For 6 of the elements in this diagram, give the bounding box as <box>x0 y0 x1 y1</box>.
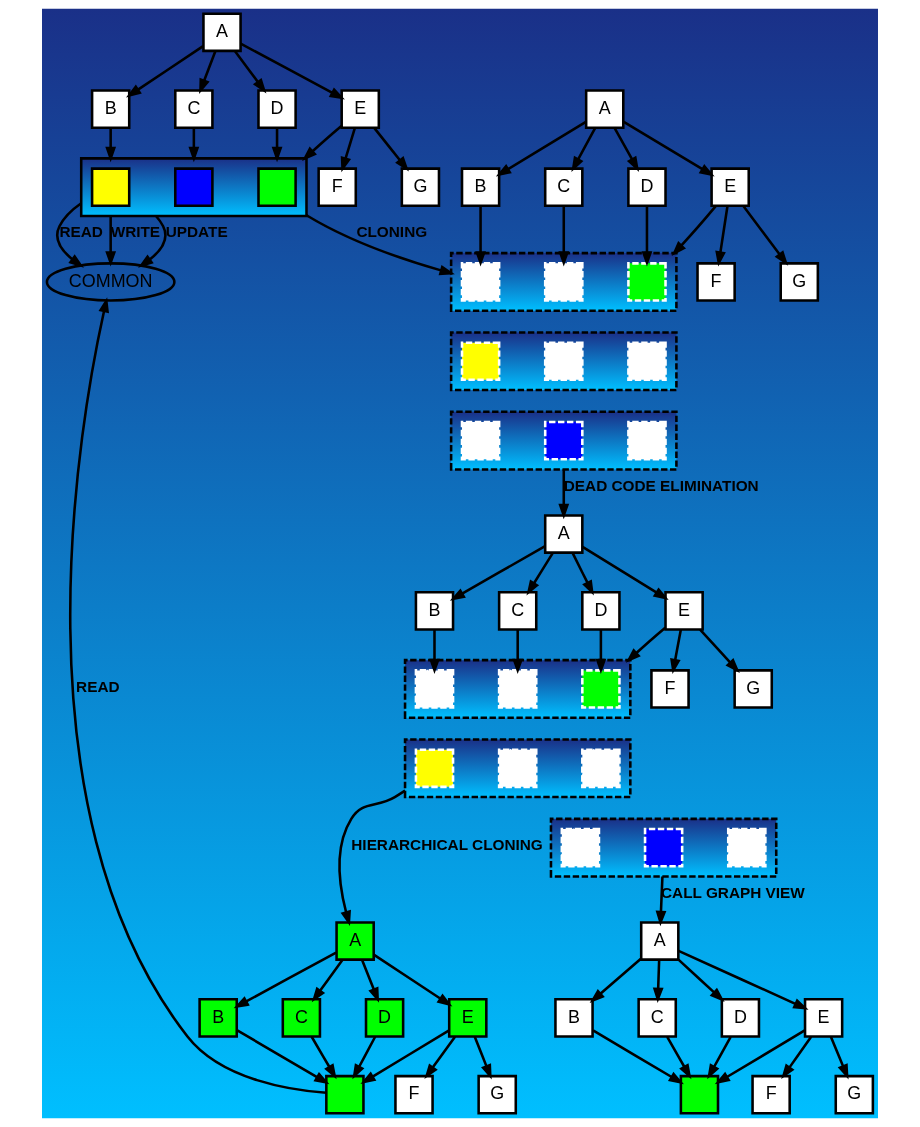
edge-label: DEAD CODE ELIMINATION <box>563 476 759 494</box>
edge-label: UPDATE <box>165 223 228 241</box>
edge-label: READ <box>59 223 103 241</box>
edge-label: CLONING <box>356 223 428 241</box>
edge-label: READ <box>76 677 120 695</box>
edge-label: HIERARCHICAL CLONING <box>351 836 543 854</box>
